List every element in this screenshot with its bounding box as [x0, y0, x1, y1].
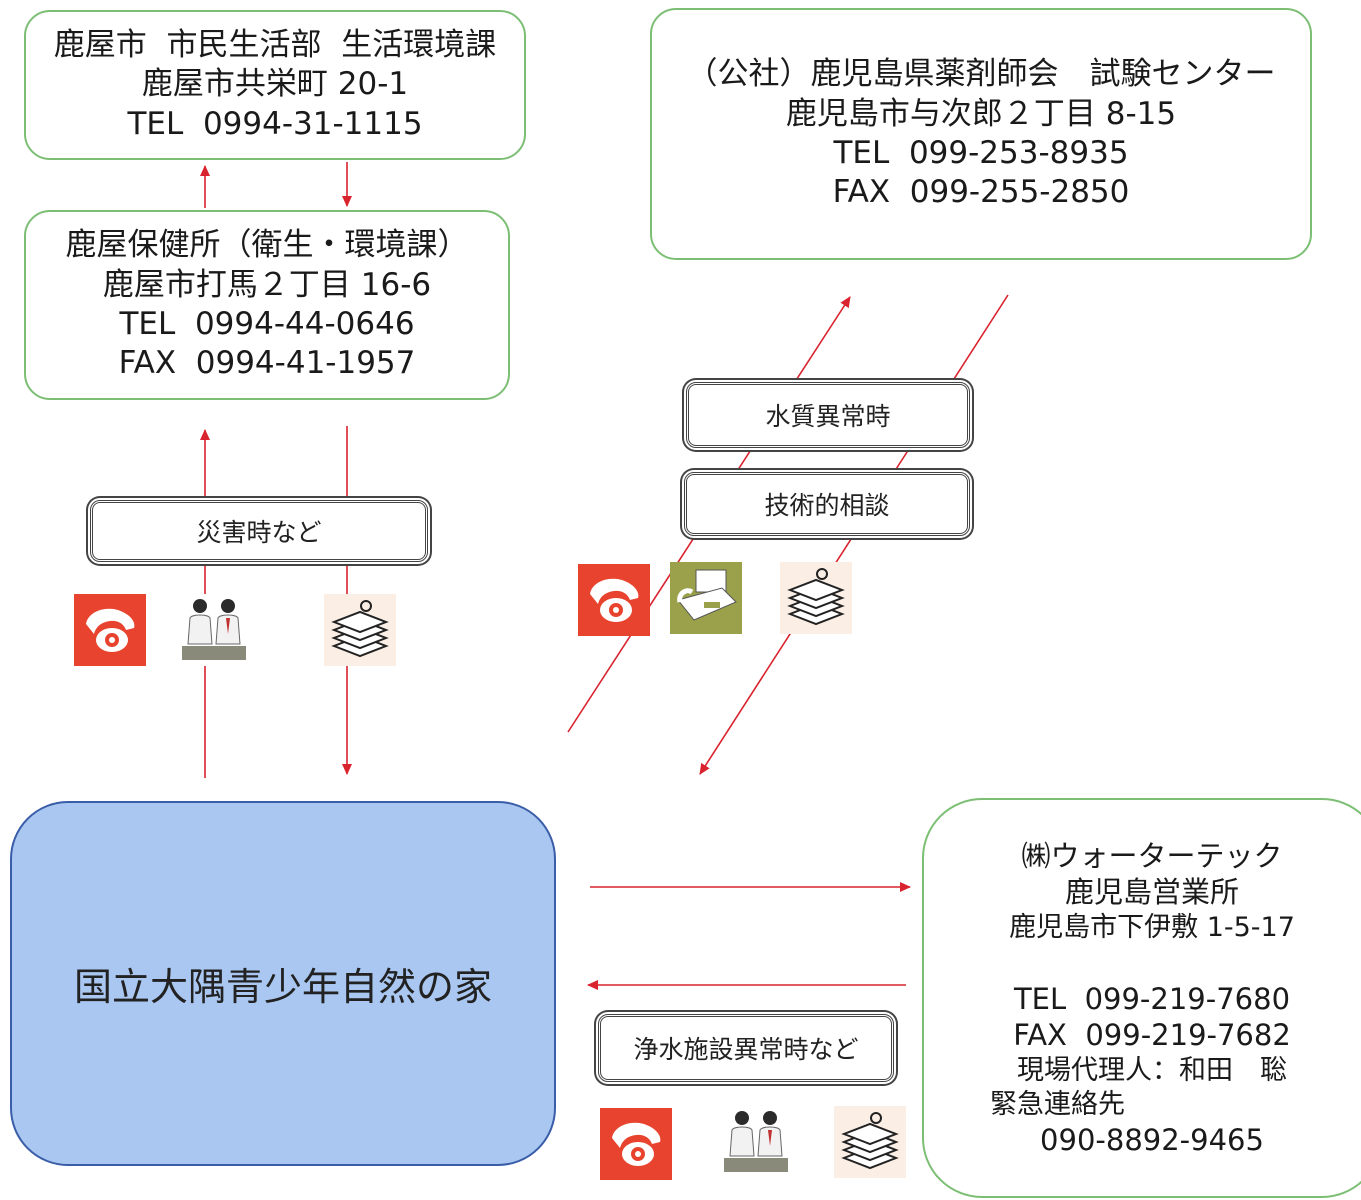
- main-facility-box: 国立大隅青少年自然の家: [10, 801, 556, 1166]
- meeting-people-icon: [720, 1106, 792, 1178]
- pharmacist-center-fax: FAX 099-255-2850: [832, 174, 1130, 211]
- health-center-name: 鹿屋保健所（衛生・環境課）: [65, 227, 469, 264]
- telephone-icon: [74, 594, 146, 666]
- health-center-box: 鹿屋保健所（衛生・環境課） 鹿屋市打馬２丁目 16-6 TEL 0994-44-…: [24, 210, 510, 400]
- pharmacist-center-address: 鹿児島市与次郎２丁目 8-15: [785, 95, 1177, 132]
- watertech-emergency-label: 緊急連絡先: [990, 1088, 1125, 1120]
- watertech-company: ㈱ウォーターテック: [1021, 838, 1283, 873]
- city-office-tel: TEL 0994-31-1115: [127, 105, 423, 142]
- document-stack-icon: [834, 1106, 906, 1178]
- health-center-tel: TEL 0994-44-0646: [119, 306, 415, 342]
- watertech-address: 鹿児島市下伊敷 1-5-17: [1009, 911, 1295, 943]
- document-stack-icon: [780, 562, 852, 634]
- pharmacist-center-name: （公社）鹿児島県薬剤師会 試験センター: [686, 56, 1276, 93]
- label-disaster: 災害時など: [90, 500, 428, 562]
- health-center-address: 鹿屋市打馬２丁目 16-6: [102, 266, 432, 303]
- watertech-fax: FAX 099-219-7682: [1013, 1018, 1291, 1053]
- watertech-agent: 現場代理人：和田 聡: [1017, 1054, 1287, 1086]
- telephone-icon: [600, 1108, 672, 1180]
- meeting-people-icon: [178, 594, 250, 666]
- document-stack-icon: [324, 594, 396, 666]
- health-center-fax: FAX 0994-41-1957: [118, 345, 416, 382]
- telephone-icon: [578, 564, 650, 636]
- watertech-tel: TEL 099-219-7680: [1013, 981, 1291, 1016]
- watertech-emergency-number: 090-8892-9465: [1040, 1122, 1264, 1157]
- city-office-box: 鹿屋市 市民生活部 生活環境課 鹿屋市共栄町 20-1 TEL 0994-31-…: [24, 10, 526, 160]
- pharmacist-center-tel: TEL 099-253-8935: [833, 135, 1129, 171]
- label-water-quality: 水質異常時: [686, 382, 970, 448]
- label-technical-consult: 技術的相談: [684, 472, 970, 536]
- label-disaster-text: 災害時など: [196, 518, 322, 547]
- main-facility-name: 国立大隅青少年自然の家: [73, 965, 492, 1009]
- watertech-branch: 鹿児島営業所: [1064, 875, 1239, 910]
- label-technical-consult-text: 技術的相談: [764, 491, 890, 520]
- label-plant-abnormal-text: 浄水施設異常時など: [633, 1035, 859, 1064]
- label-water-quality-text: 水質異常時: [765, 402, 891, 431]
- city-office-name: 鹿屋市 市民生活部 生活環境課: [53, 26, 497, 63]
- label-plant-abnormal: 浄水施設異常時など: [598, 1014, 894, 1082]
- pharmacist-center-box: （公社）鹿児島県薬剤師会 試験センター 鹿児島市与次郎２丁目 8-15 TEL …: [650, 8, 1312, 260]
- watertech-box: ㈱ウォーターテック 鹿児島営業所 鹿児島市下伊敷 1-5-17 TEL 099-…: [922, 798, 1361, 1198]
- city-office-address: 鹿屋市共栄町 20-1: [141, 66, 409, 103]
- fax-machine-icon: [670, 562, 742, 634]
